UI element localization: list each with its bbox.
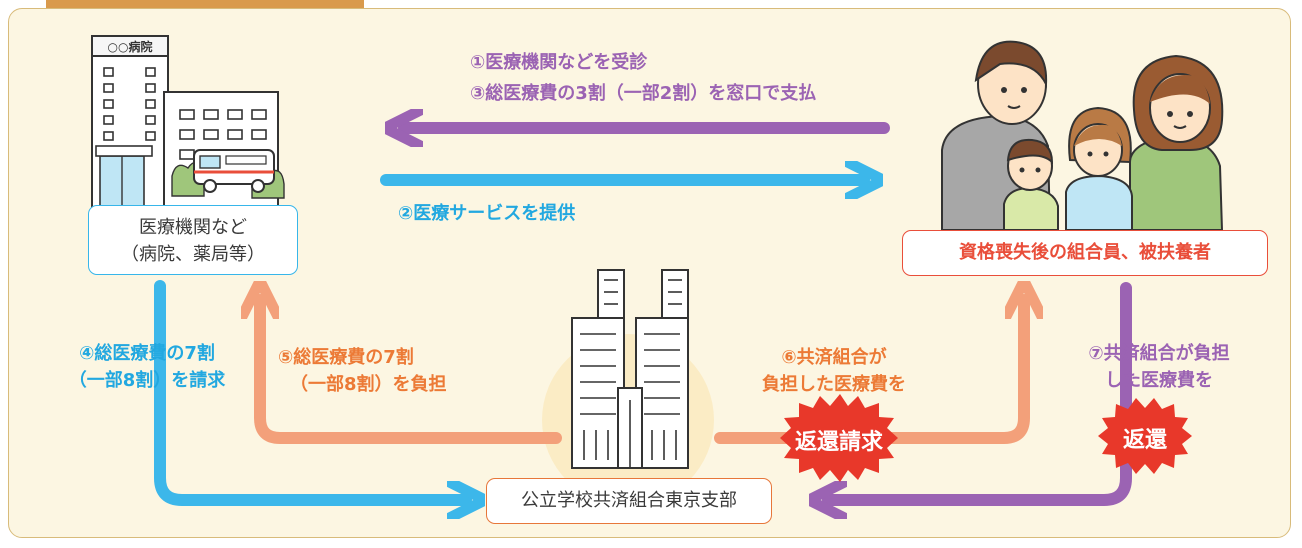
- medical-institution-box: 医療機関など （病院、薬局等）: [88, 205, 298, 275]
- step5-line2: （一部8割）を負担: [290, 374, 447, 395]
- step3-label: ③総医療費の3割（一部2割）を窓口で支払: [470, 83, 817, 104]
- office-building-illustration: [542, 269, 714, 506]
- step7-label: ⑦共済組合が負担 した医療費を: [1058, 340, 1260, 394]
- step6-line1: ⑥共済組合が: [781, 347, 887, 368]
- step4-label: ④総医療費の7割 （一部8割）を請求: [44, 340, 250, 394]
- starburst-refund-request: [780, 394, 898, 482]
- medical-institution-line2: （病院、薬局等）: [121, 244, 265, 265]
- arrow-step6: [714, 300, 1024, 444]
- step7-line1: ⑦共済組合が負担: [1088, 343, 1230, 364]
- arrow-step4: [154, 280, 466, 500]
- hospital-sign-text: ○○病院: [108, 39, 153, 54]
- family-illustration: [941, 40, 1224, 231]
- step4-line2: （一部8割）を請求: [68, 370, 226, 391]
- step6-label: ⑥共済組合が 負担した医療費を: [742, 344, 926, 398]
- refund-text: 返還: [1122, 428, 1167, 453]
- step5-label: ⑤総医療費の7割 （一部8割）を負担: [278, 344, 478, 398]
- header-tab-strip: [46, 0, 364, 9]
- step4-line1: ④総医療費の7割: [79, 343, 215, 364]
- arrow-step7: [828, 282, 1132, 500]
- step2-label: ②医療サービスを提供: [398, 203, 576, 224]
- step5-line1: ⑤総医療費の7割: [278, 347, 414, 368]
- refund-request-text: 返還請求: [794, 430, 883, 455]
- hospital-illustration: [91, 35, 285, 209]
- step1-label: ①医療機関などを受診: [470, 52, 648, 73]
- branch-box: 公立学校共済組合東京支部: [486, 478, 772, 524]
- starburst-refund: [1098, 398, 1192, 474]
- step7-line2: した医療費を: [1105, 370, 1213, 391]
- arrow-step5: [260, 300, 562, 444]
- step6-line2: 負担した医療費を: [762, 374, 906, 395]
- member-box: 資格喪失後の組合員、被扶養者: [902, 230, 1268, 276]
- medical-institution-line1: 医療機関など: [139, 217, 247, 238]
